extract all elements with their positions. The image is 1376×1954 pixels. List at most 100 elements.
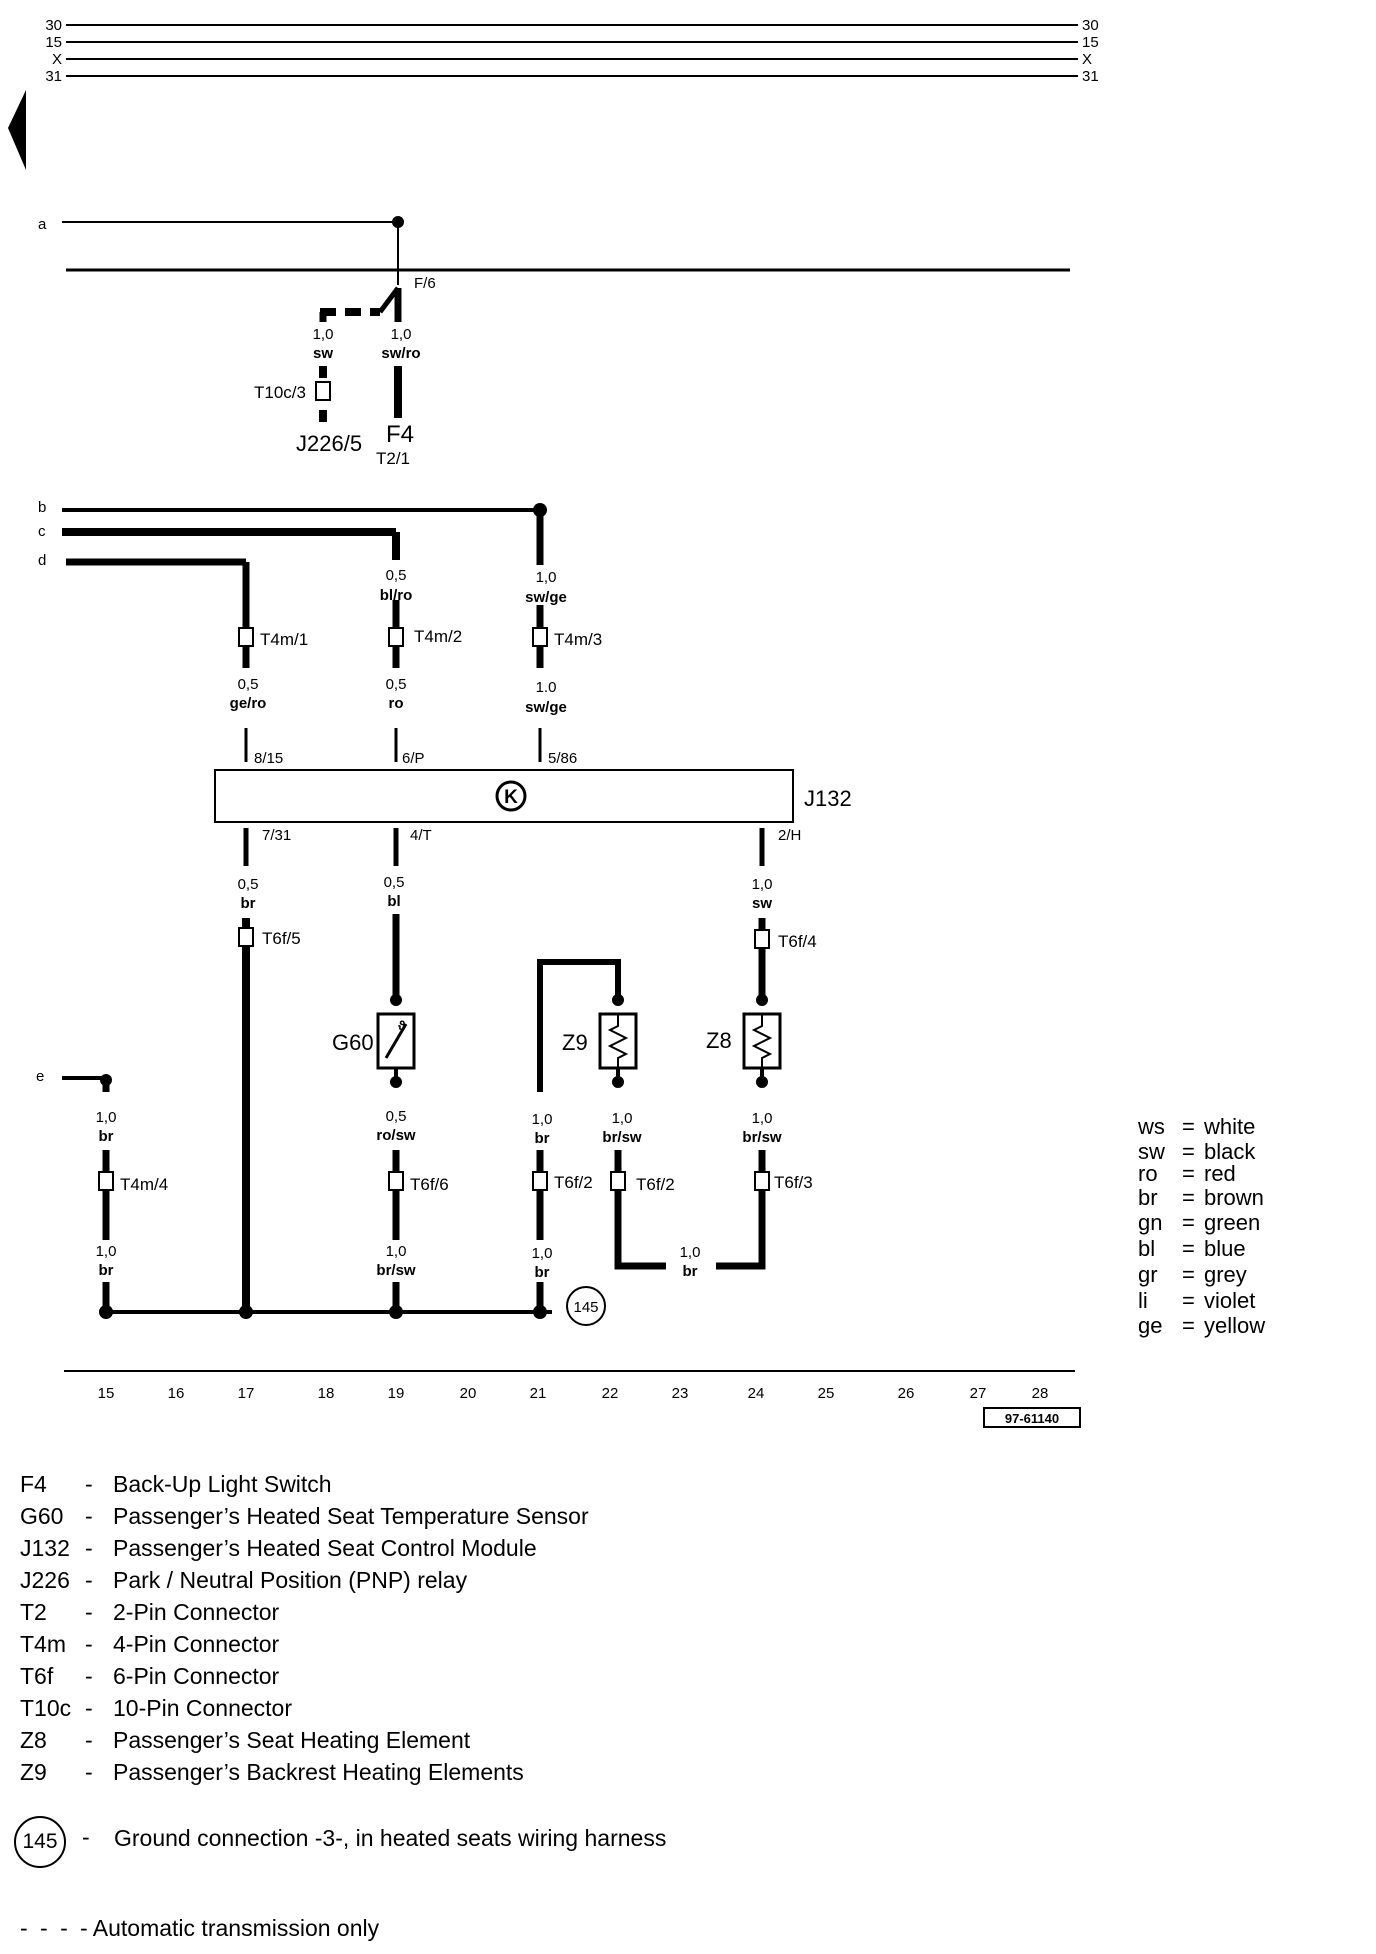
ruler-15: 15	[98, 1385, 115, 1402]
bottom-wires: e 1,0 br 0,5 ro/sw 1,0 br 1,0 br/sw 1,0 …	[36, 1068, 813, 1326]
legend-dash: -	[85, 1758, 93, 1785]
ground-note-desc: Ground connection -3-, in heated seats w…	[114, 1825, 667, 1851]
color-code: li	[1138, 1288, 1148, 1313]
ruler-21: 21	[530, 1385, 547, 1402]
upper-2-conn: T4m/2	[414, 627, 462, 646]
color-code: gr	[1138, 1262, 1158, 1287]
connector-t10c-icon	[315, 381, 331, 401]
legend-code: T2	[20, 1598, 47, 1625]
bottom-1-gauge2: 1,0	[96, 1243, 117, 1260]
legend-code: T6f	[20, 1662, 54, 1689]
color-name: brown	[1204, 1185, 1264, 1210]
legend-dash: -	[85, 1534, 93, 1561]
legend-dash: -	[85, 1694, 93, 1721]
connector-t4m4-icon	[98, 1171, 114, 1191]
legend-item: F4-Back-Up Light Switch	[20, 1468, 332, 1500]
ruler-22: 22	[602, 1385, 619, 1402]
dashed-line-icon: - - -	[20, 1914, 71, 1941]
previous-page-arrow-icon[interactable]	[8, 90, 26, 170]
legend-desc: 10-Pin Connector	[113, 1694, 292, 1721]
lower-3-conn: T6f/4	[778, 932, 817, 951]
f6-label: F/6	[414, 275, 436, 292]
color-code-row: bl=blue	[1138, 1236, 1302, 1262]
bottom-2-color: ro/sw	[376, 1127, 416, 1144]
ruler-19: 19	[388, 1385, 405, 1402]
bottom-3-color2: br	[535, 1264, 550, 1281]
upper-1-color: ge/ro	[230, 695, 267, 712]
legend-code: J132	[20, 1534, 70, 1561]
bottom-1-color2: br	[99, 1262, 114, 1279]
legend-dash: -	[85, 1598, 93, 1625]
lower-2-gauge: 0,5	[384, 874, 405, 891]
bottom-2-gauge2: 1,0	[386, 1243, 407, 1260]
bus-label-a: a	[38, 216, 47, 233]
pin-8-15: 8/15	[254, 750, 283, 767]
t2-label: T2/1	[376, 449, 410, 468]
buses-bcd: b c d	[38, 499, 547, 668]
bridge-color: br	[683, 1263, 698, 1280]
color-name: black	[1204, 1139, 1256, 1164]
lower-wires: 7/31 4/T 2/H 0,5 br 0,5 bl 1,0 sw T6f/5 …	[238, 827, 817, 1312]
z9-label: Z9	[562, 1030, 588, 1055]
upper-2-color: ro	[389, 695, 404, 712]
legend-desc: Passenger’s Heated Seat Temperature Sens…	[113, 1502, 589, 1529]
connector-t6f5-icon	[238, 927, 254, 947]
ground-circle-icon: 145	[14, 1816, 66, 1868]
rail-label-x: X	[52, 51, 62, 68]
ruler-16: 16	[168, 1385, 185, 1402]
legend-item: Z9-Passenger’s Backrest Heating Elements	[20, 1756, 524, 1788]
color-name: blue	[1204, 1236, 1246, 1261]
legend-desc: 2-Pin Connector	[113, 1598, 280, 1625]
legend-code: T10c	[20, 1694, 72, 1721]
legend-dash: -	[85, 1662, 93, 1689]
legend-dash: -	[85, 1726, 93, 1753]
bottom-4-gauge: 1,0	[612, 1110, 633, 1127]
w1-gauge: 1,0	[313, 326, 334, 343]
legend-dash: -	[85, 1470, 93, 1497]
upper-3-gauge-top: 1,0	[536, 569, 557, 586]
w1-color: sw	[313, 345, 333, 362]
ruler-28: 28	[1032, 1385, 1049, 1402]
lower-3-color: sw	[752, 895, 772, 912]
pin-2-h: 2/H	[778, 827, 801, 844]
bus-label-c: c	[38, 523, 46, 540]
connector-t6f3-icon	[754, 1171, 770, 1191]
bottom-3-gauge: 1,0	[532, 1111, 553, 1128]
control-module-j132: K J132	[214, 769, 852, 823]
color-code: ge	[1138, 1313, 1163, 1338]
pin-5-86: 5/86	[548, 750, 577, 767]
legend-desc: Park / Neutral Position (PNP) relay	[113, 1566, 468, 1593]
ruler-23: 23	[672, 1385, 689, 1402]
color-code-row: ge=yellow	[1138, 1313, 1302, 1339]
connector-t6f6-icon	[388, 1171, 404, 1191]
bottom-1-gauge: 1,0	[96, 1109, 117, 1126]
t10c-label: T10c/3	[254, 383, 306, 402]
lower-1-conn: T6f/5	[262, 929, 301, 948]
upper-3-color-top: sw/ge	[525, 589, 567, 606]
upper-3-gauge: 1.0	[536, 679, 557, 696]
ruler-20: 20	[460, 1385, 477, 1402]
connector-t6f4-icon	[754, 929, 770, 949]
legend-desc: Passenger’s Heated Seat Control Module	[113, 1534, 537, 1561]
module-label: J132	[804, 786, 852, 811]
lower-1-gauge: 0,5	[238, 876, 259, 893]
z8-label: Z8	[706, 1028, 732, 1053]
legend-desc: Passenger’s Seat Heating Element	[113, 1726, 471, 1753]
legend-code: Z8	[20, 1726, 47, 1753]
lower-3-gauge: 1,0	[752, 876, 773, 893]
ground-legend: 145 - Ground connection -3-, in heated s…	[14, 1816, 914, 1882]
ruler-27: 27	[970, 1385, 987, 1402]
legend-desc: 4-Pin Connector	[113, 1630, 280, 1657]
bottom-1-color: br	[99, 1128, 114, 1145]
bus-label-b: b	[38, 499, 46, 516]
color-code-row: li=violet	[1138, 1288, 1302, 1314]
legend-dash: -	[82, 1824, 90, 1850]
legend-item: T2 -2-Pin Connector	[20, 1596, 279, 1628]
equals-sign: =	[1182, 1210, 1195, 1235]
legend-dash: -	[85, 1566, 93, 1593]
equals-sign: =	[1182, 1185, 1195, 1210]
equals-sign: =	[1182, 1262, 1195, 1287]
ruler-18: 18	[318, 1385, 335, 1402]
auto-note-desc: - Automatic transmission only	[80, 1914, 380, 1941]
bottom-3-conn: T6f/2	[554, 1173, 593, 1192]
